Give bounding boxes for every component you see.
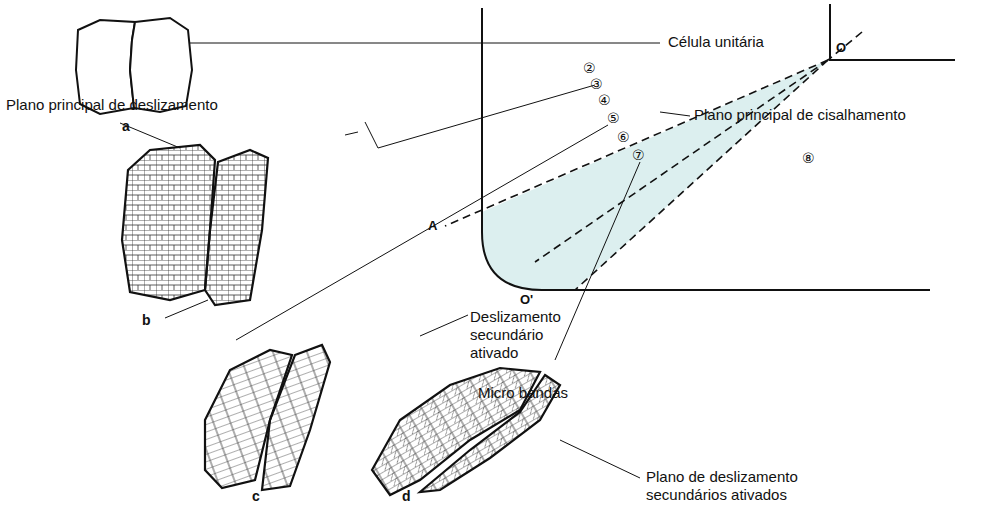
figure-letter: d xyxy=(402,488,411,505)
callout-number: ⑤ xyxy=(607,110,620,127)
caption-label: Plano de deslizamento secundários ativad… xyxy=(646,468,866,504)
caption-label: Célula unitária xyxy=(668,33,764,51)
figure-letter: a xyxy=(122,118,130,135)
caption-label: Deslizamento secundário ativado xyxy=(470,308,582,362)
callout-number: ⑧ xyxy=(802,150,815,167)
callout-number: ⑥ xyxy=(617,129,630,146)
point-letter: A xyxy=(428,218,437,234)
callout-number: ⑦ xyxy=(632,147,645,164)
callout-number: ③ xyxy=(590,76,603,93)
point-letter: O xyxy=(836,40,846,56)
caption-label: Micro bandas xyxy=(478,384,568,402)
caption-label: Plano principal de deslizamento xyxy=(6,96,218,114)
figure-letter: b xyxy=(142,312,151,329)
callout-number: ② xyxy=(583,60,596,77)
figure-letter: c xyxy=(252,488,260,505)
callout-number: ④ xyxy=(598,92,611,109)
caption-label: Plano principal de cisalhamento xyxy=(694,106,906,124)
point-letter: O' xyxy=(520,292,533,308)
